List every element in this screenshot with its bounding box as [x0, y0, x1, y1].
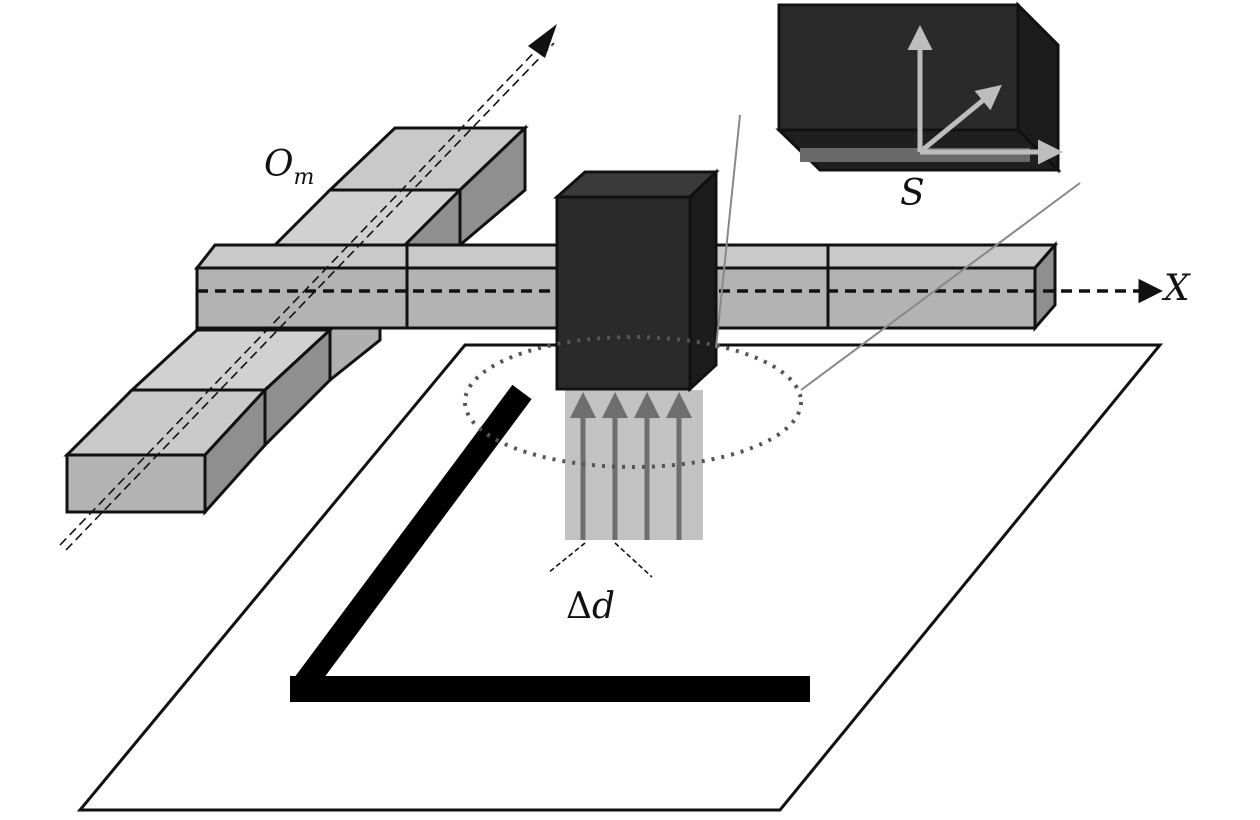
delta-d-label: Δd [566, 586, 615, 627]
x-axis-label: X [1161, 268, 1191, 309]
om-axis-label: Om [264, 144, 314, 190]
sensor-block-icon [553, 168, 720, 393]
beam-arrow [602, 392, 628, 540]
sensor-frame-label: S [900, 173, 925, 214]
beam-arrow [634, 392, 660, 540]
zoom-leader-line [715, 114, 741, 349]
beam-arrow [570, 392, 596, 540]
delta-d-pointer [614, 542, 653, 578]
om-axis-arrow [59, 24, 557, 551]
sensing-footprint [463, 335, 803, 469]
beam-arrow [666, 392, 692, 540]
coordinate-frame-icon [775, 1, 1063, 174]
zoom-leader-line [800, 182, 1081, 391]
l-shaped-track [290, 384, 810, 702]
